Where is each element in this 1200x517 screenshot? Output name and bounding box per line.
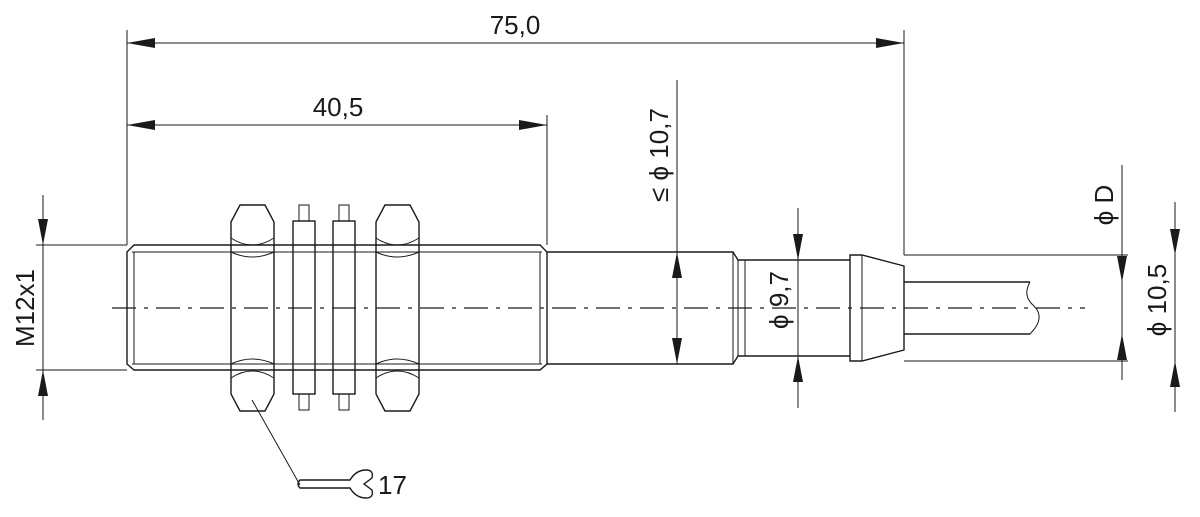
- wrench-size-label: 17: [378, 470, 407, 500]
- thread-diameter-label: M12x1: [10, 269, 40, 347]
- max-body-diameter-dimension: ≤ ϕ 10,7: [644, 80, 682, 364]
- overall-length-dimension: 75,0: [126, 10, 905, 255]
- body-diameter-label: ϕ 9,7: [764, 271, 794, 329]
- body-diameter-dimension: ϕ 9,7: [764, 208, 803, 408]
- thread-length-label: 40,5: [313, 92, 364, 122]
- hex-nut-right: [375, 204, 420, 412]
- wrench-icon: [297, 469, 374, 499]
- cable-diameter-label: ϕ D: [1089, 185, 1119, 226]
- overall-length-label: 75,0: [490, 10, 541, 40]
- cable: [904, 281, 1040, 335]
- wrench-size-callout: 17: [251, 399, 407, 500]
- thread-diameter-dimension: M12x1: [10, 195, 127, 420]
- hex-nut-left: [230, 204, 275, 412]
- strain-relief-diameter-label: ϕ 10,5: [1142, 264, 1172, 336]
- strain-relief-diameter-dimension: ϕ 10,5: [1142, 202, 1180, 412]
- thread-length-dimension: 40,5: [127, 92, 548, 245]
- max-body-diameter-label: ≤ ϕ 10,7: [644, 108, 674, 202]
- cable-diameter-dimension: ϕ D: [904, 165, 1128, 380]
